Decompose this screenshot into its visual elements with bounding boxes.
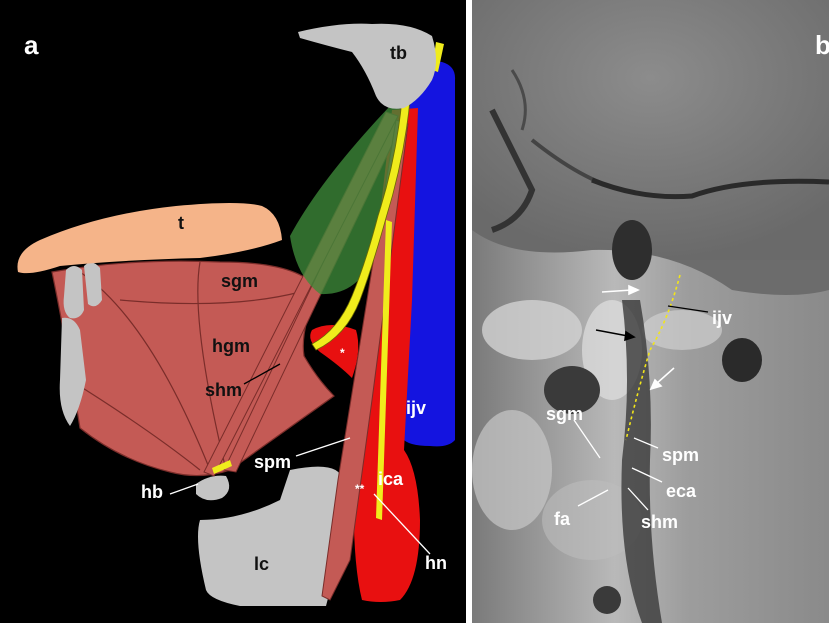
- label-shm: shm: [205, 381, 242, 399]
- anatomy-drawing: [0, 0, 466, 623]
- hyoid-bone: [196, 476, 229, 501]
- asterisk-double: **: [355, 483, 364, 495]
- panel-b-mri: b ijv sgm spm eca fa shm: [472, 0, 829, 623]
- label-spm: spm: [254, 453, 291, 471]
- label-hgm: hgm: [212, 337, 250, 355]
- label-tb: tb: [390, 44, 407, 62]
- brain-region: [472, 0, 829, 260]
- panel-a-letter: a: [24, 32, 38, 58]
- label-sgm-mri: sgm: [546, 405, 583, 423]
- panel-a-illustration: a tb t sgm hgm shm spm hb lc ijv ica hn …: [0, 0, 466, 623]
- label-shm-mri: shm: [641, 513, 678, 531]
- label-t: t: [178, 214, 184, 232]
- label-fa-mri: fa: [554, 510, 570, 528]
- teeth-shape: [64, 266, 84, 318]
- label-hn: hn: [425, 554, 447, 572]
- label-ica: ica: [378, 470, 403, 488]
- label-eca-mri: eca: [666, 482, 696, 500]
- label-hb: hb: [141, 483, 163, 501]
- label-sgm: sgm: [221, 272, 258, 290]
- label-spm-mri: spm: [662, 446, 699, 464]
- temporal-bone: [298, 24, 436, 109]
- asterisk-single: *: [340, 347, 345, 359]
- label-ijv-mri: ijv: [712, 309, 732, 327]
- label-ijv: ijv: [406, 399, 426, 417]
- label-lc: lc: [254, 555, 269, 573]
- panel-b-letter: b: [815, 32, 829, 58]
